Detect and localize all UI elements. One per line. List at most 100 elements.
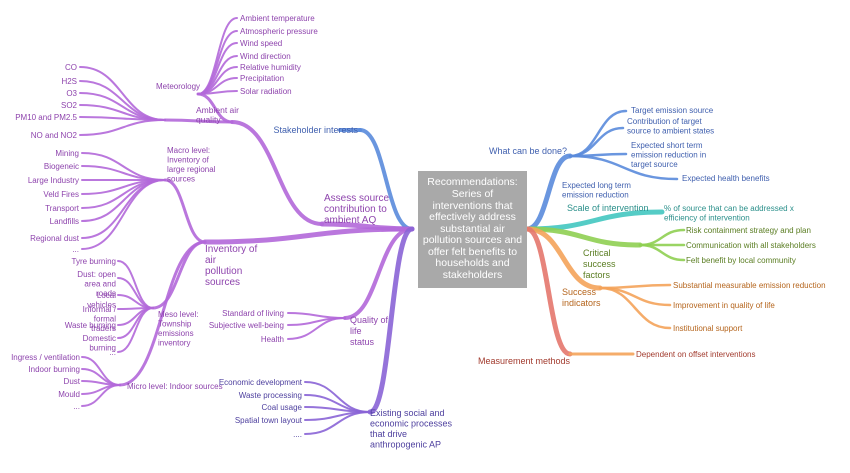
- branch-existing-item: [304, 411, 371, 435]
- branch-success-item: [598, 286, 672, 330]
- branch-ambient: [230, 120, 324, 226]
- meso-item-4: Waste burning: [65, 321, 116, 330]
- branch-micro-item: [81, 384, 121, 407]
- branch-existing-item: [304, 406, 371, 413]
- branch-meso-item: [117, 307, 154, 353]
- branch-pollutants: [163, 118, 234, 124]
- meso-item-0: Tyre burning: [72, 257, 116, 266]
- micro-item-0: Ingress / ventilation: [11, 353, 80, 362]
- meteorology-item-2: Wind speed: [240, 39, 282, 48]
- branch-meso: [151, 240, 207, 310]
- branch-quality-item: [287, 312, 346, 319]
- branch-inventory: [202, 226, 415, 245]
- existing-item-2: Coal usage: [262, 403, 303, 412]
- branch-success: [524, 226, 603, 291]
- critical-item-0: Risk containment strategy and plan: [686, 226, 811, 235]
- pollutant-5: NO and NO2: [31, 131, 78, 140]
- success-item-2: Institutional support: [673, 324, 743, 333]
- branch-lines: [79, 17, 686, 435]
- branch-macro-item: [81, 179, 166, 239]
- branch-critical-item: [638, 243, 686, 262]
- macro-item-3: Veld Fires: [43, 190, 79, 199]
- critical-item-1: Communication with all stakeholders: [686, 241, 816, 250]
- branch-measurement: [524, 226, 573, 357]
- meteorology-item-6: Solar radiation: [240, 87, 292, 96]
- branch-meteorology-item: [197, 90, 238, 95]
- branch-macro-item: [81, 179, 166, 250]
- label-scale: Scale of intervention: [567, 203, 649, 213]
- pollutant-3: SO2: [61, 101, 78, 110]
- what-item-0: Target emission source: [631, 106, 714, 115]
- macro-item-4: Transport: [45, 204, 80, 213]
- branch-quality-item: [287, 317, 346, 340]
- micro-item-1: Indoor burning: [28, 365, 80, 374]
- macro-item-7: ...: [72, 245, 79, 254]
- branch-critical: [524, 226, 643, 248]
- branch-existing: [367, 226, 415, 415]
- success-item-1: Improvement in quality of life: [673, 301, 775, 310]
- meteorology-item-0: Ambient temperature: [240, 14, 315, 23]
- label-meteorology: Meteorology: [156, 82, 200, 91]
- macro-item-5: Landfills: [50, 217, 79, 226]
- branch-meteorology-item: [197, 30, 238, 95]
- branch-critical-item: [638, 228, 686, 247]
- label-measurement: Measurement methods: [478, 356, 571, 366]
- macro-item-0: Mining: [55, 149, 79, 158]
- label-what: What can be done?: [489, 146, 567, 156]
- quality-item-1: Subjective well-being: [209, 321, 284, 330]
- macro-item-6: Regional dust: [30, 234, 80, 243]
- existing-item-0: Economic development: [219, 378, 303, 387]
- macro-item-2: Large Industry: [28, 176, 79, 185]
- branch-meteorology-item: [197, 17, 238, 95]
- label-micro: Micro level: Indoor sources: [127, 382, 223, 391]
- branch-macro-item: [81, 165, 166, 181]
- branch-stakeholder: [358, 128, 414, 231]
- macro-item-1: Biogeneic: [44, 162, 79, 171]
- branch-meso-item: [117, 307, 154, 339]
- micro-item-3: Mould: [58, 390, 80, 399]
- branch-macro: [163, 178, 207, 244]
- success-item-0: Substantial measurable emission reductio…: [673, 281, 826, 290]
- pollutant-2: O3: [66, 89, 77, 98]
- branch-what-item: [568, 154, 679, 181]
- meteorology-item-5: Precipitation: [240, 74, 284, 83]
- critical-item-2: Felt benefit by local community: [686, 256, 796, 265]
- branch-what-item: [568, 126, 625, 158]
- measurement-item: Dependent on offset interventions: [636, 350, 756, 359]
- branch-quality: [343, 227, 414, 320]
- pollutant-0: CO: [65, 63, 77, 72]
- central-topic: Recommendations: Series of interventions…: [418, 171, 527, 288]
- label-stakeholder: Stakeholder interests: [273, 125, 358, 135]
- pollutant-4: PM10 and PM2.5: [15, 113, 77, 122]
- micro-item-4: ...: [73, 402, 80, 411]
- meteorology-item-3: Wind direction: [240, 52, 291, 61]
- pollutant-1: H2S: [61, 77, 77, 86]
- micro-item-2: Dust: [64, 377, 81, 386]
- branch-pollutant: [79, 119, 166, 136]
- quality-item-0: Standard of living: [222, 309, 284, 318]
- branch-micro: [118, 240, 207, 387]
- existing-item-4: ....: [293, 430, 302, 439]
- branch-what-item: [568, 109, 628, 158]
- existing-item-3: Spatial town layout: [235, 416, 303, 425]
- what-item-3: Expected health benefits: [682, 174, 770, 183]
- branch-pollutant: [79, 80, 166, 121]
